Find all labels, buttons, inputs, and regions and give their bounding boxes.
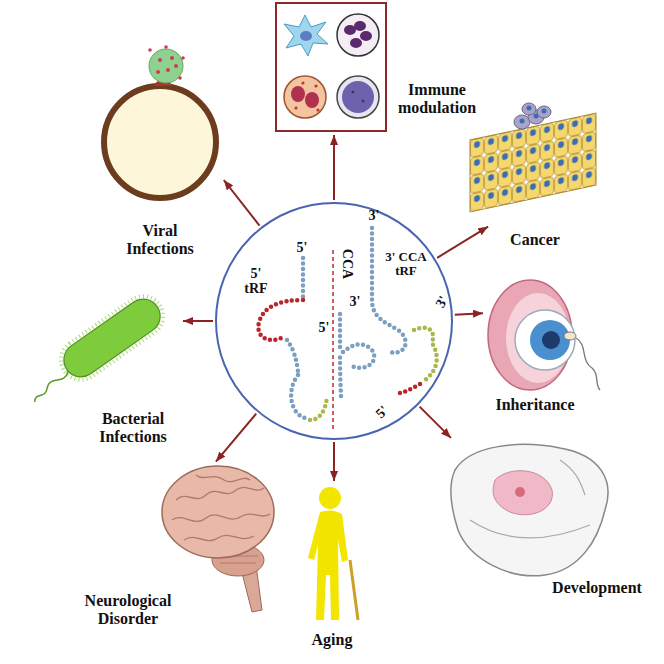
- cancer-tissue: [470, 103, 596, 212]
- strand-label: 3': [433, 293, 452, 310]
- brain-illustration: [162, 466, 274, 612]
- strand-label: 5': [373, 403, 392, 422]
- topic-label: Cancer: [510, 231, 560, 249]
- strand-label: 5': [319, 320, 330, 335]
- connector-arrow: [333, 135, 335, 200]
- strand-label: 3' CCA tRF: [381, 250, 431, 279]
- connector-arrow: [420, 407, 451, 438]
- trna-circle: 3' 5' CCA 3' CCA tRF 5' tRF 3' 3' 5' 5': [215, 202, 453, 440]
- topic-node: Cancer: [465, 103, 602, 225]
- topic-label: Inheritance: [495, 396, 574, 414]
- topic-label: Viral Infections: [126, 222, 194, 257]
- topic-label: Immune modulation: [398, 81, 476, 116]
- connector-arrow: [333, 442, 335, 481]
- topic-node: Development: [448, 440, 613, 580]
- strand-label: 3': [350, 294, 361, 309]
- topic-node: Aging: [300, 484, 362, 624]
- bacterium-illustration: [19, 288, 171, 411]
- immune-cells: [284, 14, 379, 118]
- strand-label: CCA: [339, 249, 354, 279]
- trna-strands: [258, 228, 436, 430]
- connector-arrow: [437, 227, 488, 258]
- embryo-illustration: [451, 444, 608, 575]
- topic-node: Bacterial Infections: [35, 270, 180, 400]
- infected-cell: [104, 45, 216, 198]
- topic-node: Viral Infections: [98, 45, 222, 205]
- connector-arrow: [455, 313, 483, 315]
- topic-label: Bacterial Infections: [99, 410, 167, 445]
- connector-arrow: [216, 414, 256, 462]
- strand-label: 3': [369, 208, 380, 223]
- connector-arrow: [224, 180, 260, 226]
- topic-label: Development: [552, 579, 642, 597]
- image-frame: Immune modulation: [275, 2, 387, 132]
- elderly-figure: [308, 487, 358, 620]
- topic-node: Neurological Disorder: [160, 464, 275, 614]
- eye-illustration: [488, 280, 600, 390]
- topic-label: Neurological Disorder: [85, 592, 172, 627]
- strand-label: 5': [297, 240, 308, 255]
- connector-arrow: [183, 320, 213, 322]
- topic-label: Aging: [312, 631, 353, 649]
- strand-label: 5' tRF: [244, 266, 267, 297]
- topic-node: Inheritance: [486, 278, 600, 393]
